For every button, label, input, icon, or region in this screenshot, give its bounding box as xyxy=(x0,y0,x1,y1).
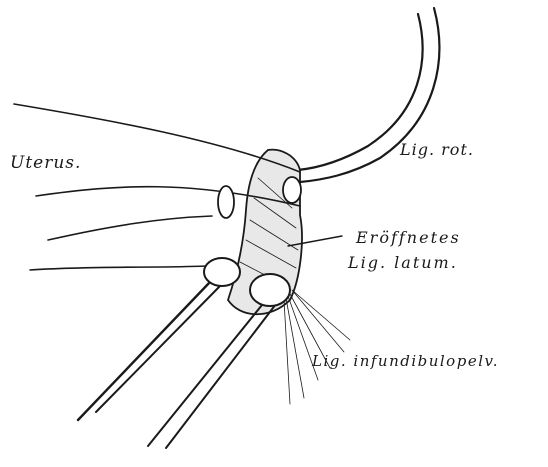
forceps-left xyxy=(78,258,240,420)
infundibulopelvic-ligament xyxy=(284,290,350,404)
forceps-right xyxy=(148,274,290,448)
label-uterus: Uterus. xyxy=(10,153,81,173)
label-lig-infundibulopelv: Lig. infundibulopelv. xyxy=(312,352,499,370)
label-eroffnetes-line2: Lig. latum. xyxy=(348,253,458,272)
label-eroffnetes-line1: Eröffnetes xyxy=(356,228,461,247)
label-lig-rot: Lig. rot. xyxy=(400,140,474,159)
